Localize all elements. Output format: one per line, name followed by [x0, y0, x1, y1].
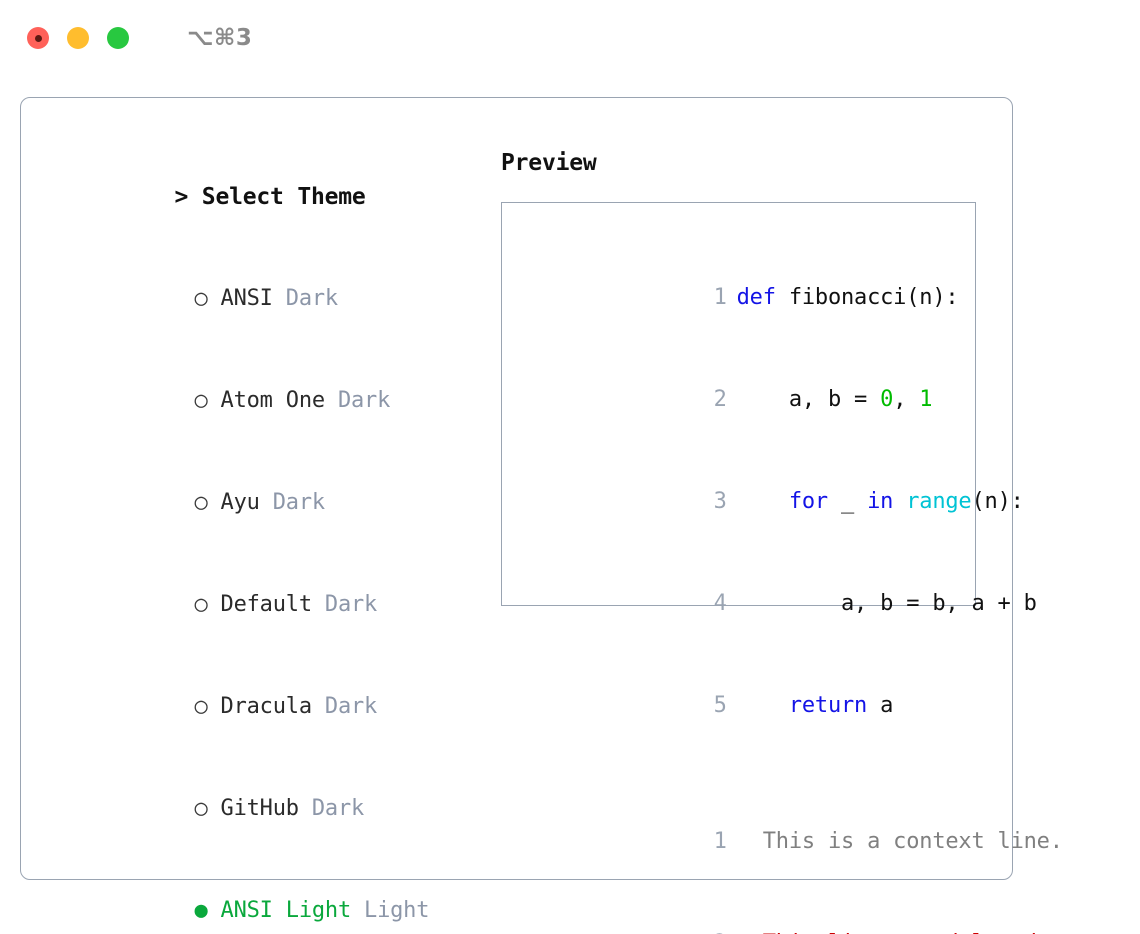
close-window-button[interactable] [27, 27, 49, 49]
theme-option-ayu-dark[interactable]: ○Ayu Dark [38, 452, 478, 554]
title-bar: ⌥⌘3 [0, 0, 1140, 76]
line-number: 3 [713, 489, 727, 514]
radio-icon-selected: ● [194, 898, 208, 923]
select-theme-heading: > Select Theme [38, 146, 478, 248]
code-line: 3 for _ in range(n): [520, 451, 1024, 553]
maximize-window-button[interactable] [107, 27, 129, 49]
theme-option-default-dark[interactable]: ○Default Dark [38, 554, 478, 656]
theme-option-atom-one-dark[interactable]: ○Atom One Dark [38, 350, 478, 452]
code-gap [520, 757, 967, 791]
radio-icon: ○ [194, 694, 208, 719]
code-line: 5 return a [520, 655, 967, 757]
radio-icon: ○ [194, 490, 208, 515]
theme-option-ansi-dark[interactable]: ○ANSI Dark [38, 248, 478, 350]
diff-line-deleted: 2- This line was deleted. [520, 893, 1050, 934]
radio-icon: ○ [194, 286, 208, 311]
line-number: 1 [713, 829, 727, 854]
line-number: 5 [713, 693, 727, 718]
theme-option-dracula-dark[interactable]: ○Dracula Dark [38, 656, 478, 758]
radio-icon: ○ [194, 388, 208, 413]
radio-icon: ○ [194, 796, 208, 821]
select-theme-title: Select Theme [201, 184, 366, 210]
keyboard-shortcut-label: ⌥⌘3 [187, 25, 253, 51]
line-number: 2 [713, 387, 727, 412]
code-line: 2 a, b = 0, 1 [520, 349, 967, 451]
line-number: 1 [713, 285, 727, 310]
diff-line-context: 1 This is a context line. [520, 791, 1063, 893]
panel-columns: > Select Theme ○ANSI Dark ○Atom One Dark… [21, 98, 1063, 934]
theme-option-ansi-light[interactable]: ●ANSI Light Light [38, 860, 478, 934]
preview-heading: Preview [501, 150, 597, 176]
theme-option-list: ○ANSI Dark ○Atom One Dark ○Ayu Dark ○Def… [38, 248, 478, 934]
radio-icon: ○ [194, 592, 208, 617]
theme-option-github-dark[interactable]: ○GitHub Dark [38, 758, 478, 860]
window-controls [27, 27, 129, 49]
caret-icon: > [174, 184, 189, 210]
line-number: 2 [703, 927, 727, 934]
main-panel: > Select Theme ○ANSI Dark ○Atom One Dark… [20, 97, 1063, 934]
line-number: 4 [713, 591, 727, 616]
code-line: 4 a, b = b, a + b [520, 553, 1037, 655]
theme-selector-column: > Select Theme ○ANSI Dark ○Atom One Dark… [38, 146, 478, 934]
minimize-window-button[interactable] [67, 27, 89, 49]
